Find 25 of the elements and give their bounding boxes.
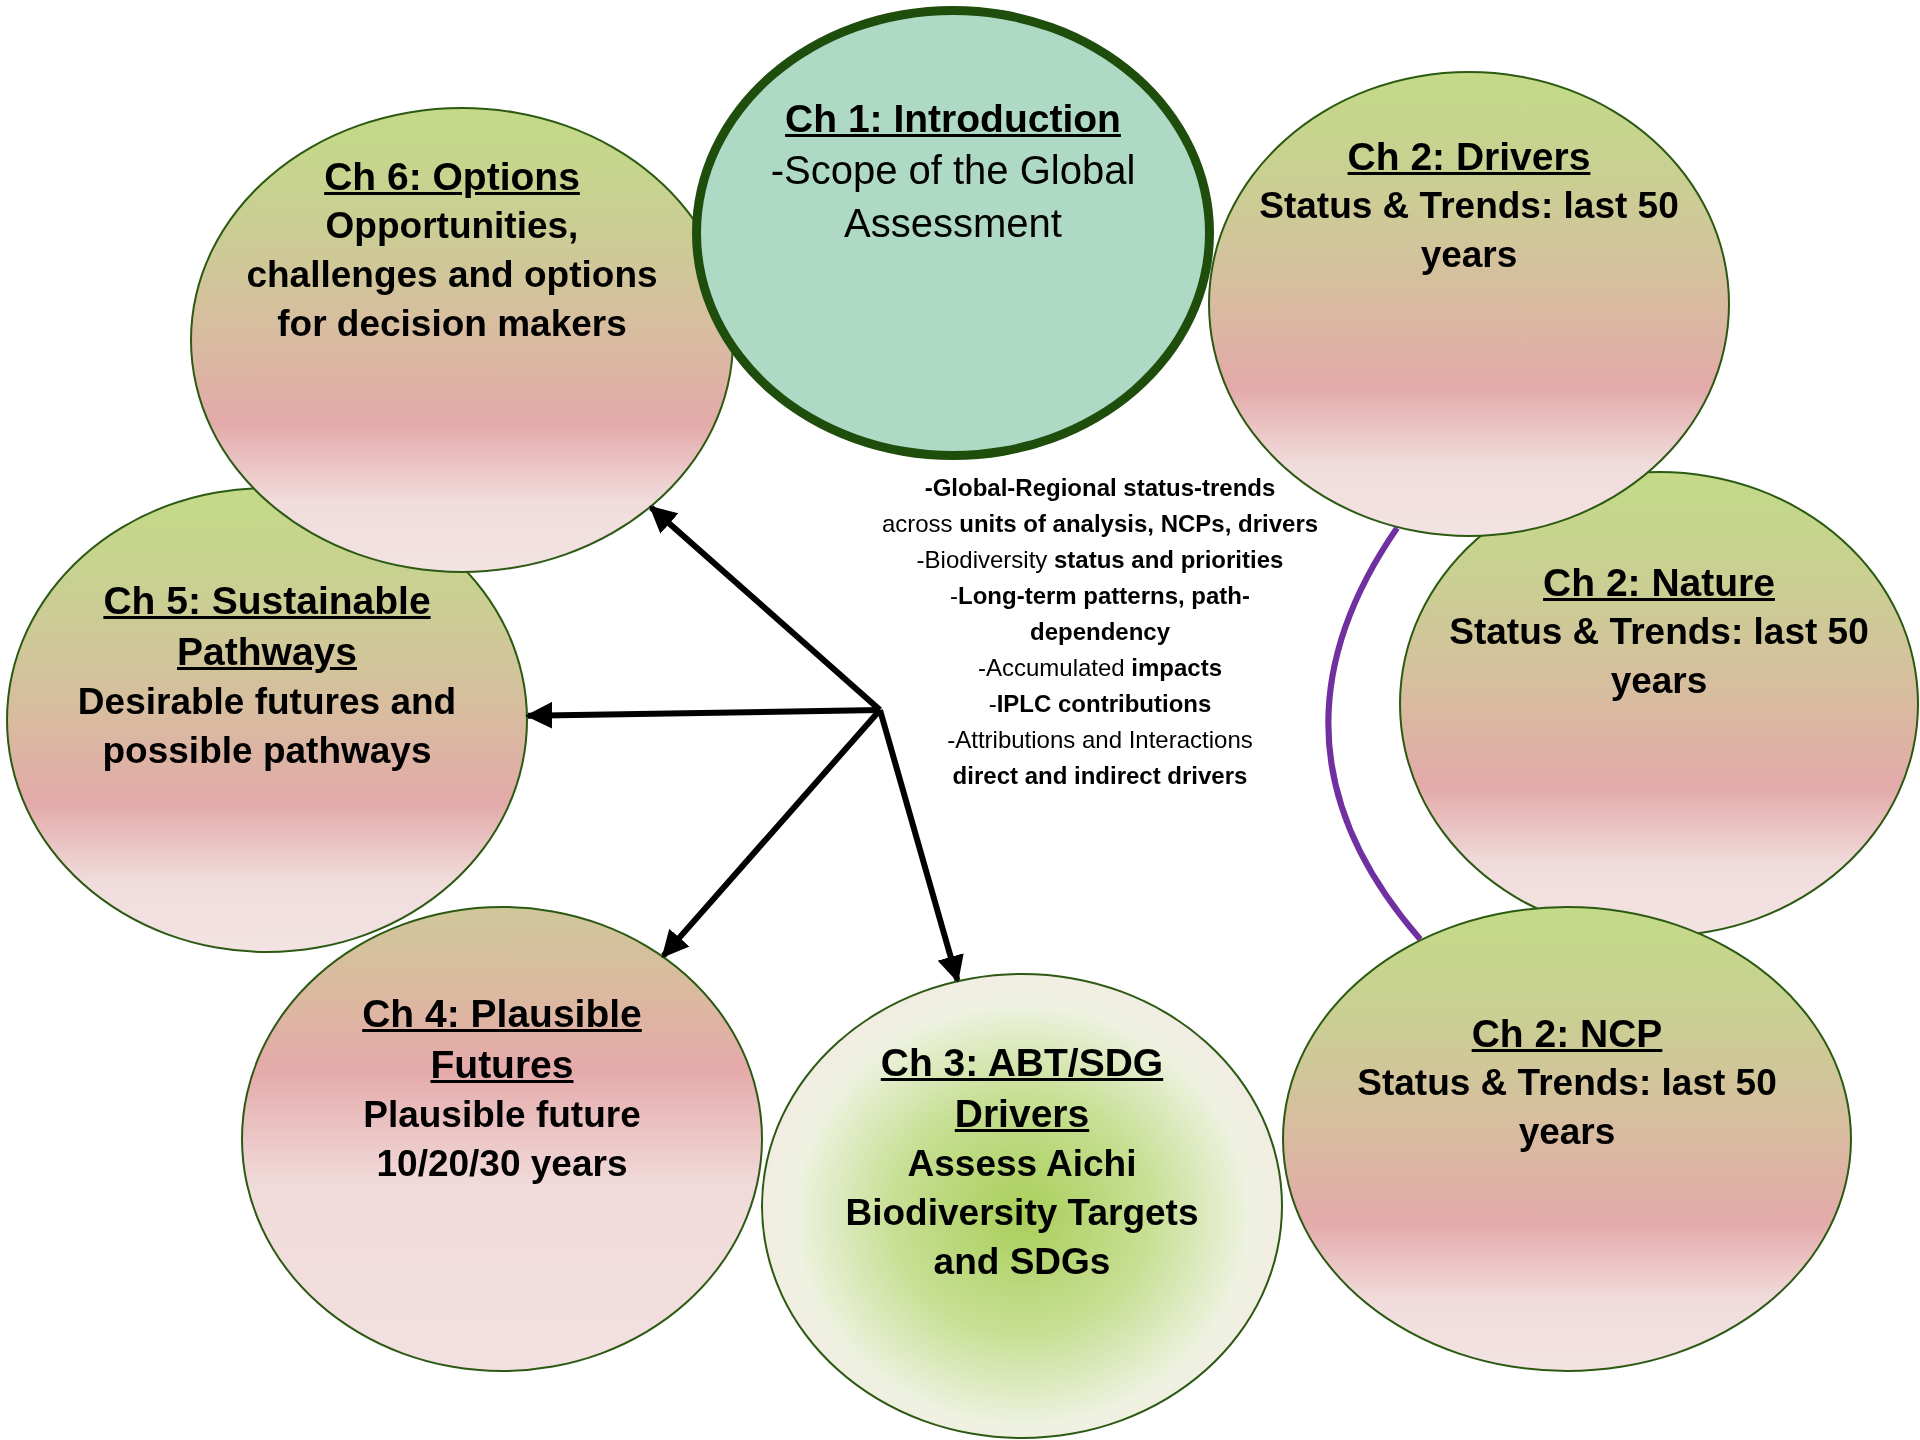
chapter-description: Assess Aichi Biodiversity Targets and SDGs [844, 1141, 1200, 1284]
chapter-heading: Ch 5: Sustainable Pathways [102, 578, 432, 676]
bullet-text: -Attributions and Interactions [946, 725, 1254, 755]
chapter-description: Desirable futures and possible pathways [76, 679, 458, 773]
bullet-text: -Biodiversity status and priorities [915, 545, 1285, 575]
chapter-description: Opportunities, challenges and options for decision makers [245, 204, 659, 347]
chapter-description: Status & Trends: last 50 years [1356, 1061, 1778, 1155]
chapter-heading: Ch 2: Drivers [1346, 134, 1592, 180]
bullet-text: direct and indirect drivers [951, 761, 1249, 791]
chapter-description: Status & Trends: last 50 years [1258, 184, 1680, 278]
chapter-description: Status & Trends: last 50 years [1448, 610, 1870, 704]
bullet-text: -IPLC contributions [987, 689, 1213, 719]
arrow [877, 709, 964, 983]
bullet-text: -Accumulated impacts [976, 653, 1224, 683]
chapter-description: -Scope of the Global Assessment [769, 147, 1137, 248]
bullet-text: across units of analysis, NCPs, drivers [880, 509, 1320, 539]
chapter-heading: Ch 2: NCP [1470, 1011, 1664, 1057]
chapter-heading: Ch 1: Introduction [784, 96, 1122, 142]
chapter-heading: Ch 3: ABT/SDG Drivers [879, 1040, 1165, 1138]
bullet-text: -Global-Regional status-trends [923, 473, 1277, 503]
chapter-heading: Ch 6: Options [323, 154, 581, 200]
chapter-heading: Ch 2: Nature [1542, 560, 1776, 606]
chapter-description: Plausible future 10/20/30 years [362, 1092, 642, 1186]
chapter-heading: Ch 4: Plausible Futures [361, 991, 643, 1089]
connector-line [1325, 526, 1423, 942]
